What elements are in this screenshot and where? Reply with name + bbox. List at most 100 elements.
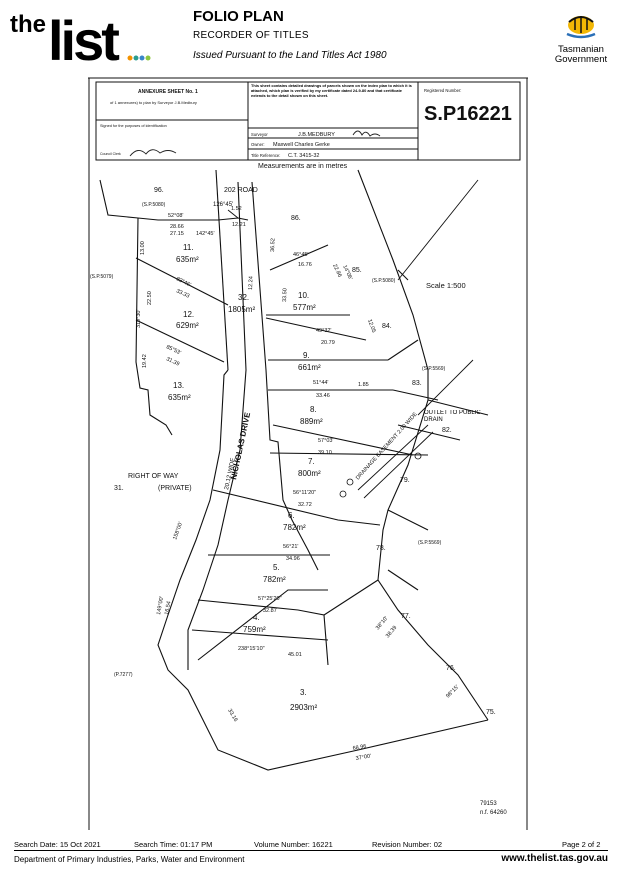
dim-label: 14°06'	[341, 264, 353, 281]
lot-9-area: 661m²	[298, 363, 321, 372]
surveyor-label: Surveyor	[251, 132, 268, 137]
page-indicator: Page 2 of 2	[562, 840, 601, 849]
lot-32-number: 32.	[238, 293, 249, 302]
outlet-label: OUTLET TO PUBLIC DRAIN	[424, 410, 481, 423]
dim-label: 37°00'	[355, 753, 371, 762]
survey-mark-a	[339, 490, 347, 498]
neighbour-96: 96.	[154, 187, 164, 194]
dim-label: 319°30'	[136, 309, 142, 328]
dim-label: 12.24	[248, 276, 254, 290]
dim-label: 142°45'	[196, 231, 215, 237]
corner-note-2: n.f. 64260	[480, 810, 507, 816]
lot-3-area: 2903m²	[290, 703, 317, 712]
document-title: FOLIO PLAN	[193, 8, 284, 25]
dim-label: 32.72	[298, 502, 312, 508]
lot-11-area: 635m²	[176, 255, 199, 264]
dim-label: 56°11'20"	[293, 490, 316, 496]
svg-text:the: the	[10, 11, 46, 38]
registered-number: S.P16221	[424, 103, 512, 125]
sp-ref-1: (S.P.5080)	[142, 202, 166, 208]
neighbour-78: 78.	[376, 545, 386, 552]
dim-label: 49°32'	[316, 328, 332, 334]
lot-7-area: 800m²	[298, 469, 321, 478]
tasmanian-government-logo: Tasmanian Government	[548, 8, 614, 65]
lot-32-area: 1805m²	[228, 305, 255, 314]
lot-6-number: 6.	[288, 511, 295, 520]
neighbour-79: 79.	[400, 477, 410, 484]
search-time: Search Time: 01:17 PM	[134, 840, 213, 849]
dim-label: 16.54	[164, 601, 172, 616]
dim-label: 19.42	[142, 354, 148, 368]
sp-ref-2: (S.P.5079)	[90, 274, 114, 280]
folio-plan-drawing: ANNEXURE SHEET No. 1 of 1 annexures) to …	[88, 77, 528, 830]
boundary-extension	[397, 179, 479, 281]
corner-note-1: 79153	[480, 801, 497, 807]
dim-label: 27.15	[170, 231, 184, 237]
lot-12-area: 629m²	[176, 321, 199, 330]
dim-label: 56°21'	[283, 544, 299, 550]
lot-11-number: 11.	[183, 243, 194, 252]
dim-label: 1.52	[231, 206, 242, 212]
lot-8-area: 889m²	[300, 417, 323, 426]
sp-ref-3: (S.P.5080)	[372, 278, 396, 284]
lot-7-number: 7.	[308, 457, 315, 466]
govt-line2: Government	[554, 54, 608, 65]
dim-label: 33.46	[316, 393, 330, 399]
dim-label: 51°44'	[313, 380, 329, 386]
owner-name: Maxwell Charles Gerke	[273, 142, 330, 148]
annexure-title: ANNEXURE SHEET No. 1	[138, 89, 198, 95]
lot-10-number: 10.	[298, 291, 309, 300]
revision-number: Revision Number: 02	[372, 840, 443, 849]
drainage-easement-label: DRAINAGE EASEMENT 2.00 WIDE	[355, 411, 419, 481]
govt-line1: Tasmanian	[558, 44, 604, 55]
sp-ref-5: (S.P.5569)	[418, 540, 442, 546]
dim-label: 52°08'	[168, 213, 184, 219]
outlet-leader	[417, 359, 474, 416]
neighbour-86: 86.	[291, 215, 301, 222]
lot-6-area: 782m²	[283, 523, 306, 532]
parcel-boundaries	[99, 169, 489, 771]
dim-label: 85°53'	[165, 344, 182, 356]
dim-label: 57°03'	[318, 438, 334, 444]
dim-label: 31.39	[165, 356, 180, 367]
dim-label: 238°15'10"	[238, 646, 265, 652]
dim-label: 28.66	[170, 224, 184, 230]
neighbour-31: 31.	[114, 485, 124, 492]
lot-5-number: 5.	[273, 563, 280, 572]
drainage-easement-line	[357, 424, 429, 491]
dim-label: 36.52	[270, 238, 276, 252]
dim-label: 83°46'	[175, 276, 192, 288]
lot-13-area: 635m²	[168, 393, 191, 402]
neighbour-77: 77.	[401, 613, 411, 620]
volume-number: Volume Number: 16221	[254, 840, 333, 849]
svg-text:list: list	[48, 9, 119, 62]
neighbour-84: 84.	[382, 323, 392, 330]
dim-label: 20.79	[321, 340, 335, 346]
lot-8-number: 8.	[310, 405, 317, 414]
department-name: Department of Primary Industries, Parks,…	[14, 855, 245, 864]
owner-label: Owner:	[251, 142, 265, 147]
sp-ref-4: (S.P.5569)	[422, 366, 446, 372]
survey-mark-b	[414, 452, 422, 460]
neighbour-82: 82.	[442, 427, 452, 434]
dim-label: 33.16	[226, 708, 238, 723]
dim-label: 13.00	[140, 241, 146, 255]
sp-ref-6: (P.7277)	[114, 672, 133, 678]
document-subtitle: RECORDER OF TITLES	[193, 30, 309, 41]
registered-label: Registered Number:	[424, 88, 461, 93]
lot-9-number: 9.	[303, 351, 310, 360]
dim-label: 38.39	[385, 625, 398, 639]
dim-label: 12.05	[366, 319, 376, 334]
thelist-url[interactable]: www.thelist.tas.gov.au	[501, 853, 608, 864]
dim-label: 33.50	[282, 288, 288, 302]
road-bearing: 126°45'	[213, 202, 233, 208]
lot-10-area: 577m²	[293, 303, 316, 312]
dim-label: 45.01	[288, 652, 302, 658]
surveyor-name: J.B.MEDBURY	[298, 132, 335, 138]
council-clerk-signature	[129, 149, 177, 157]
lot-3-number: 3.	[300, 688, 307, 697]
dim-label: 68.96	[352, 744, 367, 752]
survey-mark-c	[346, 478, 354, 486]
dim-label: 1.85	[358, 382, 369, 388]
title-ref: C.T. 3415-32	[288, 153, 320, 159]
